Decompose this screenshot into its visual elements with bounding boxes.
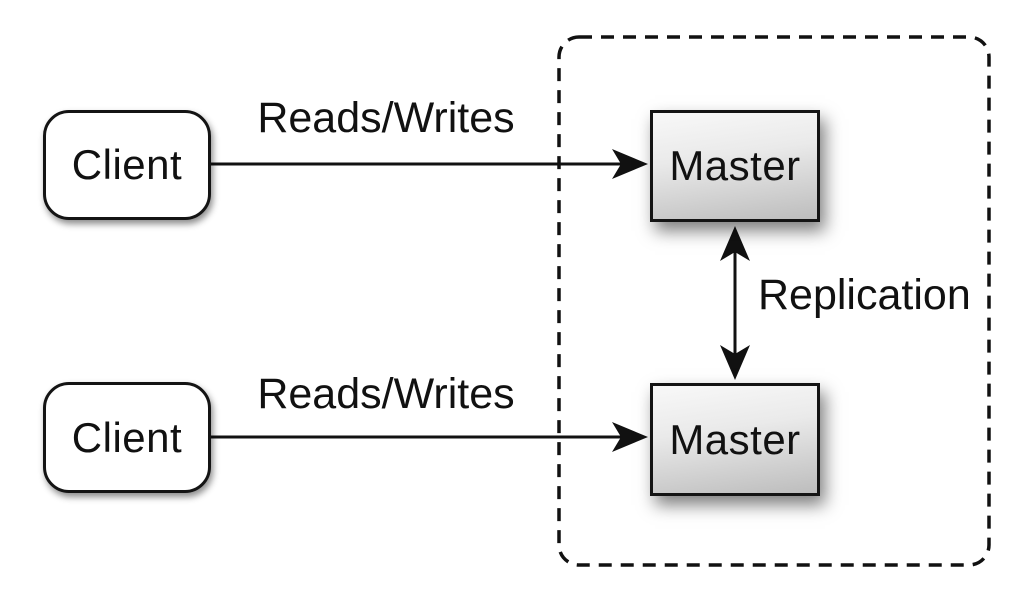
node-client-top-label: Client xyxy=(71,141,183,188)
node-master-bottom: Master xyxy=(650,383,820,496)
reads-writes-label-top: Reads/Writes xyxy=(257,94,515,142)
node-client-top: Client xyxy=(43,110,211,220)
arrow-head-up-icon xyxy=(720,226,750,261)
node-client-bottom-label: Client xyxy=(71,413,183,461)
arrow-head-icon xyxy=(612,422,648,452)
reads-writes-arrow-bottom xyxy=(211,422,648,452)
node-master-top: Master xyxy=(650,110,820,222)
arrow-head-down-icon xyxy=(720,345,750,380)
replication-arrow xyxy=(720,226,750,380)
replication-boundary-box xyxy=(557,35,991,567)
arrow-head-icon xyxy=(612,149,648,179)
node-client-bottom: Client xyxy=(43,382,211,493)
node-master-top-label: Master xyxy=(669,142,801,189)
reads-writes-label-bottom: Reads/Writes xyxy=(257,370,515,418)
replication-label: Replication xyxy=(758,271,971,319)
node-master-bottom-label: Master xyxy=(669,415,801,463)
reads-writes-arrow-top xyxy=(211,149,648,179)
